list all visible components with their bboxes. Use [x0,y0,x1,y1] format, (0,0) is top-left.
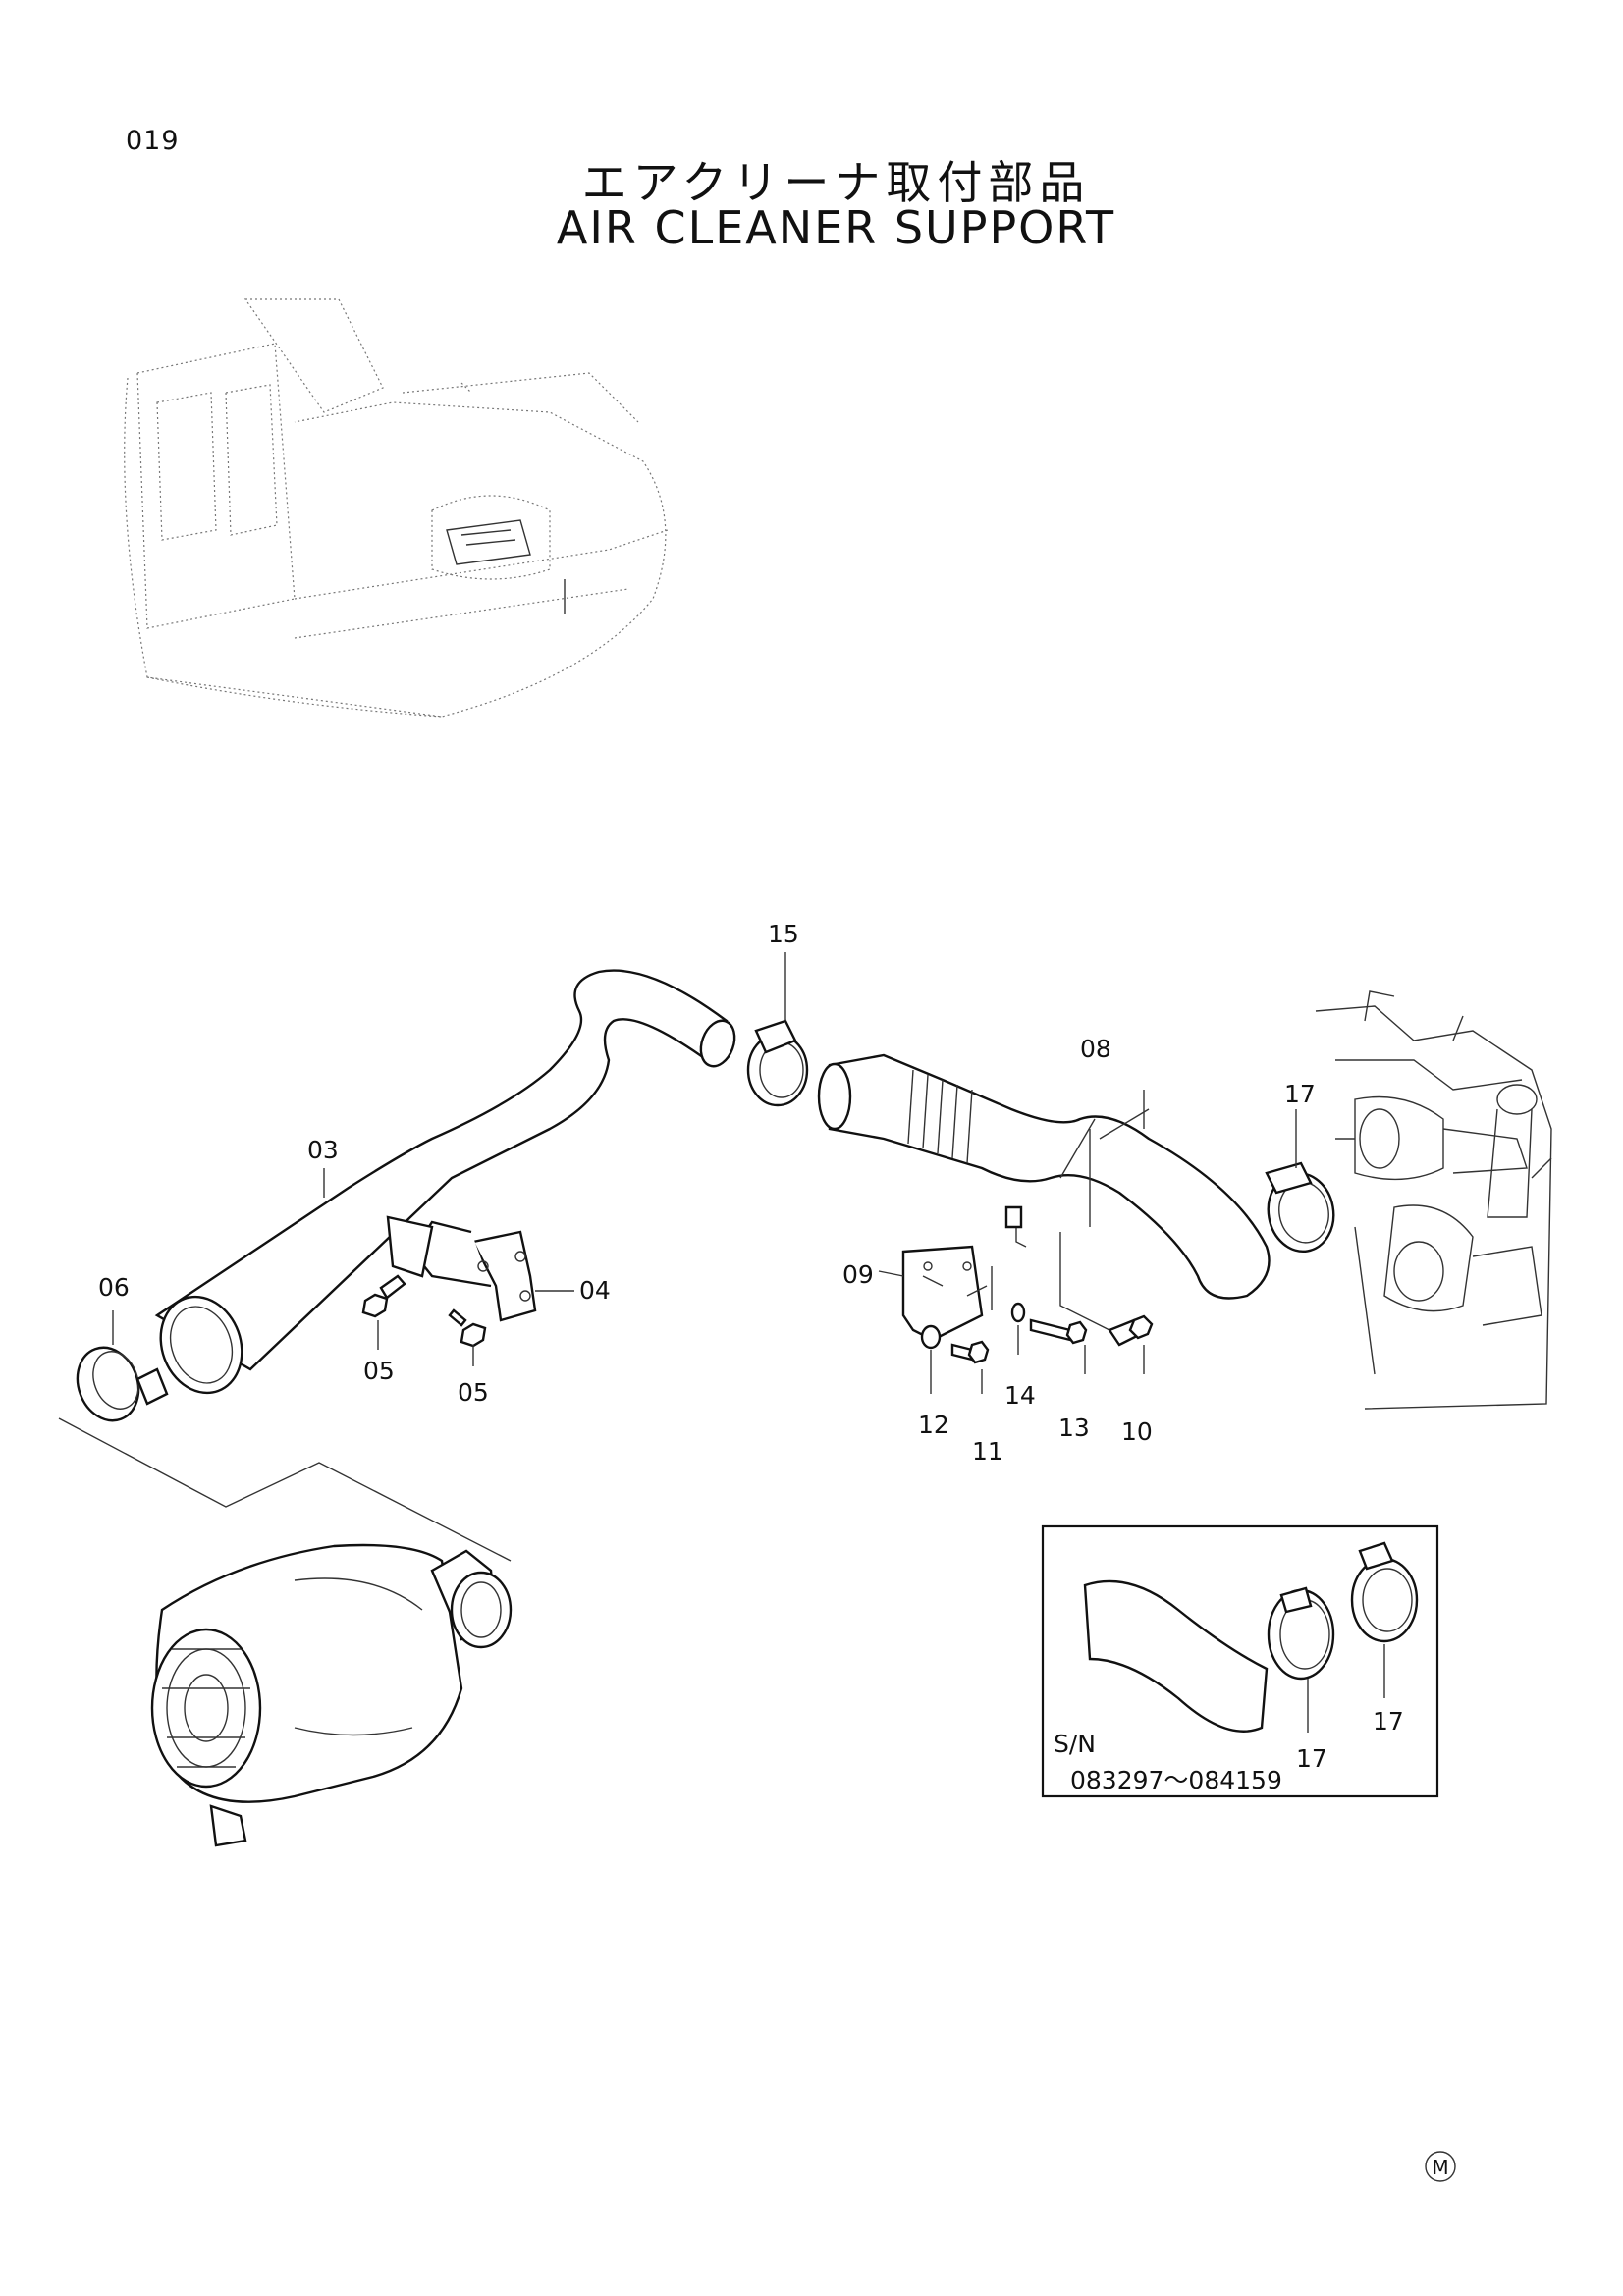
callout-label: 09 [842,1260,874,1289]
callout-label: 13 [1058,1414,1090,1442]
page-title-japanese: エアクリーナ取付部品 [581,156,1091,209]
excavator-overview-illustration [124,298,669,718]
part-15-hose-clamp [746,952,809,1107]
air-cleaner-illustration [150,1543,513,1847]
part-06-hose-clamp [76,1310,169,1422]
part-09-bracket-plate [878,1205,1110,1342]
callout-label: 12 [918,1411,949,1439]
page-title: AIR CLEANER SUPPORT [556,201,1116,254]
serial-number-inset [1041,1524,1439,1798]
callout-label: 11 [972,1437,1003,1466]
callout-label: 15 [768,920,799,948]
leader-line-air-cleaner [58,1417,512,1562]
manufacturer-mark-letter: M [1432,2156,1448,2179]
part-08-elbow-hose [817,1053,1271,1300]
page-code: 019 [126,126,180,156]
callout-label: 08 [1080,1035,1111,1063]
serial-number-range: 083297～084159 [1070,1766,1282,1794]
callout-label: 03 [307,1136,339,1164]
part-05-bolts [361,1274,487,1366]
serial-number-label: S/N [1054,1730,1096,1758]
fasteners-10-14 [920,1302,1154,1394]
engine-illustration [1315,990,1552,1410]
callout-label: 04 [579,1276,611,1305]
manufacturer-mark: M [1425,2151,1456,2182]
callout-label: 05 [458,1378,489,1407]
part-17-hose-clamp [1265,1109,1335,1254]
inset-callout-label: 17 [1296,1744,1327,1773]
part-03-intake-hose [154,969,736,1395]
part-04-bracket [386,1215,574,1322]
callout-label: 17 [1284,1080,1316,1108]
callout-label: 14 [1004,1381,1036,1410]
callout-label: 06 [98,1273,130,1302]
inset-callout-label: 17 [1373,1707,1404,1735]
callout-label: 10 [1121,1417,1153,1446]
callout-label: 05 [363,1357,395,1385]
